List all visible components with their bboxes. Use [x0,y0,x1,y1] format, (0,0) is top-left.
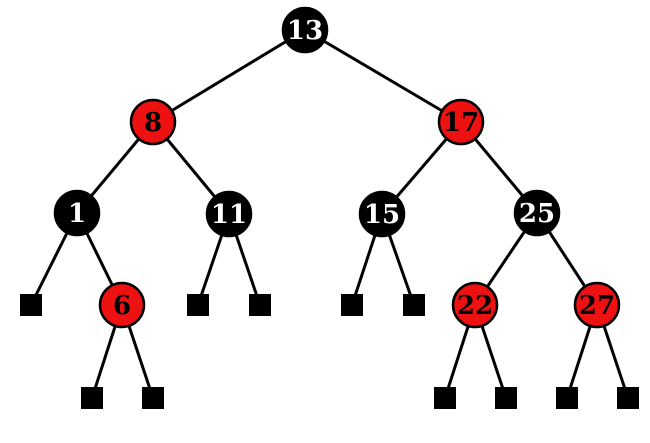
nil-leaf-square-nil10 [556,387,578,409]
tree-node-circle-17 [437,98,485,146]
tree-edge-n13-n8 [152,28,306,124]
nil-leaf-square-nil1 [20,294,42,316]
nil-leaf-square-nil11 [617,387,639,409]
tree-node-circle-22 [451,281,499,329]
nil-leaf-square-nil4 [341,294,363,316]
tree-node-circle-25 [513,189,561,237]
tree-node-circle-27 [573,281,621,329]
tree-node-circle-1 [53,189,101,237]
tree-node-circle-8 [129,98,177,146]
nil-leaf-square-nil3 [249,294,271,316]
nil-leaf-square-nil7 [142,387,164,409]
tree-node-circle-11 [205,190,253,238]
nil-leaf-square-nil6 [81,387,103,409]
nil-leaf-square-nil2 [187,294,209,316]
nil-leaf-square-nil8 [434,387,456,409]
nil-leaf-square-nil9 [495,387,517,409]
tree-edge-n13-n17 [304,28,462,124]
tree-node-circle-13 [281,6,329,54]
tree-node-circle-15 [358,190,406,238]
tree-node-circle-6 [98,281,146,329]
nil-leaf-square-nil5 [403,294,425,316]
